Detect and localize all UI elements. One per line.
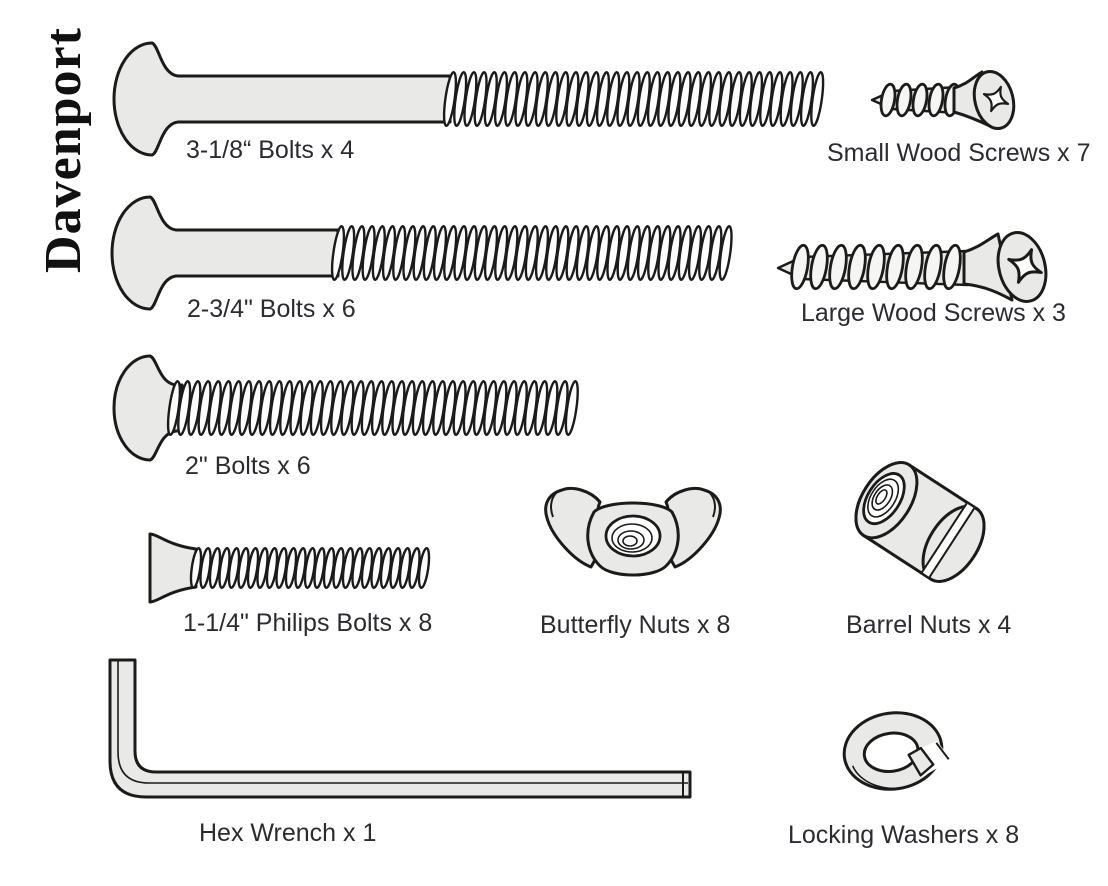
philips-bolt-illustration bbox=[148, 532, 431, 604]
label-bolt-2: 2" Bolts x 6 bbox=[185, 452, 311, 480]
bolt-3-1-8-illustration bbox=[112, 41, 825, 157]
label-bolt-2-3-4: 2-3/4" Bolts x 6 bbox=[187, 295, 356, 323]
label-locking-washers: Locking Washers x 8 bbox=[788, 821, 1020, 849]
label-butterfly-nuts: Butterfly Nuts x 8 bbox=[540, 611, 731, 639]
bolt-2-illustration bbox=[112, 354, 579, 462]
bolt-2-3-4-illustration bbox=[110, 195, 733, 311]
label-large-wood-screws: Large Wood Screws x 3 bbox=[801, 299, 1066, 327]
hex-wrench-illustration bbox=[108, 658, 692, 799]
label-philips-bolts: 1-1/4" Philips Bolts x 8 bbox=[183, 609, 433, 637]
label-bolt-3-1-8: 3-1/8“ Bolts x 4 bbox=[186, 136, 355, 164]
label-small-wood-screws: Small Wood Screws x 7 bbox=[827, 139, 1091, 167]
butterfly-nut-illustration bbox=[544, 487, 722, 577]
label-hex-wrench: Hex Wrench x 1 bbox=[199, 819, 377, 847]
barrel-nut-illustration bbox=[854, 461, 986, 583]
small-wood-screw-illustration bbox=[870, 69, 1016, 131]
label-barrel-nuts: Barrel Nuts x 4 bbox=[846, 611, 1012, 639]
large-wood-screw-illustration bbox=[776, 231, 1048, 303]
locking-washer-illustration bbox=[842, 711, 951, 791]
